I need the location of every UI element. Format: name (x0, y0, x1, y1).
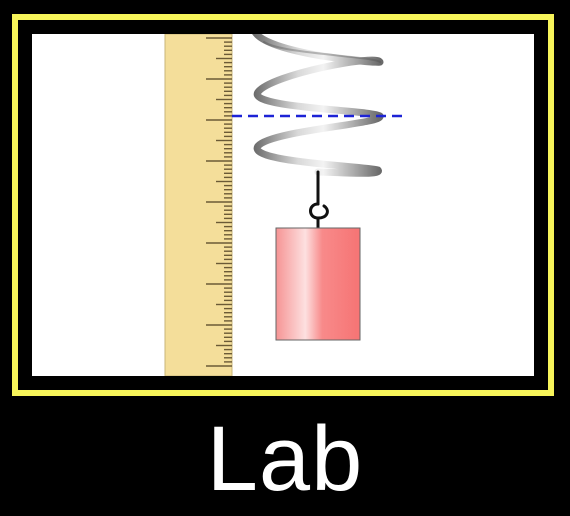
lab-scene-preview (32, 34, 534, 376)
spring (252, 34, 384, 177)
tile-frame (12, 14, 554, 396)
hanging-mass[interactable] (275, 227, 361, 341)
tile-label: Lab (206, 408, 364, 510)
ruler (164, 34, 233, 376)
mass-hook (309, 170, 329, 230)
spring-scene-graphic (164, 34, 402, 376)
